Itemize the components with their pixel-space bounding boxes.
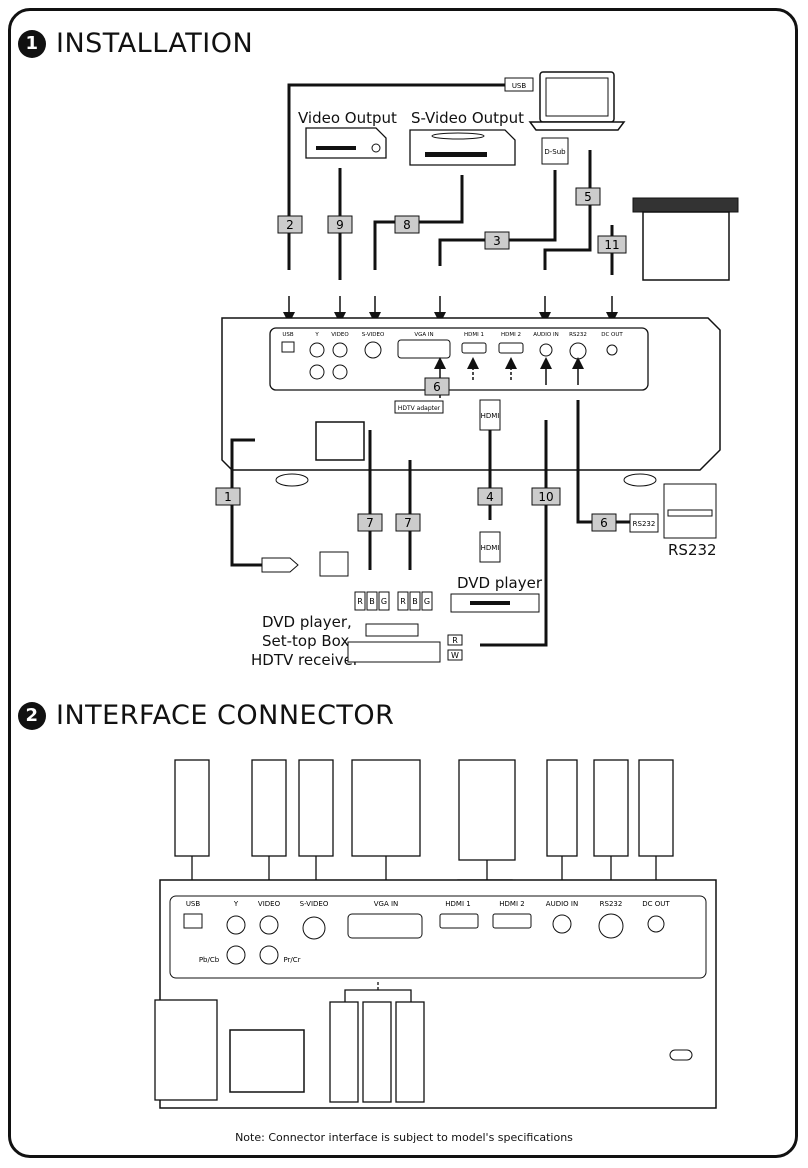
source-settop: Set-top Box, <box>262 632 355 650</box>
svg-text:G: G <box>381 597 387 606</box>
svg-text:RS232: RS232 <box>633 520 656 528</box>
arrows-in <box>283 296 618 324</box>
svg-text:HDMI 1: HDMI 1 <box>445 900 470 908</box>
video-output-label: Video Output <box>298 109 397 127</box>
svg-text:DC OUT: DC OUT <box>642 900 670 908</box>
svg-text:Pb/Cb: Pb/Cb <box>199 956 220 964</box>
projector-ports: USB Y VIDEO S-VIDEO VGA IN HDMI 1 HDMI 2… <box>281 332 623 380</box>
svg-text:S-VIDEO: S-VIDEO <box>362 332 385 338</box>
multi-source-label: DVD player, Set-top Box, <box>262 613 355 651</box>
svg-text:VGA IN: VGA IN <box>374 900 399 908</box>
svg-text:USB: USB <box>282 332 294 338</box>
interface-plugs <box>174 759 674 861</box>
svg-text:6: 6 <box>600 516 608 530</box>
svg-text:R: R <box>400 597 406 606</box>
svg-text:W: W <box>451 651 459 660</box>
dvd-player-label: DVD player <box>457 574 543 592</box>
rs232-device-label: RS232 <box>668 541 717 559</box>
section-number: 2 <box>18 701 46 730</box>
svg-text:HDMI: HDMI <box>481 544 500 552</box>
laptop-icon <box>528 71 626 131</box>
section-title: INSTALLATION <box>56 28 254 59</box>
svg-text:4: 4 <box>486 490 494 504</box>
svg-text:VIDEO: VIDEO <box>258 900 281 908</box>
power-plug-icon <box>261 551 349 577</box>
dvd-player-icon <box>450 593 540 613</box>
svideo-output-label: S-Video Output <box>411 109 524 127</box>
svg-text:USB: USB <box>512 82 527 90</box>
svg-text:RS232: RS232 <box>569 332 587 338</box>
rs232-plug: RS232 <box>629 513 659 533</box>
hdtv-adapter: HDTV adapter <box>394 400 444 414</box>
svg-text:D-Sub: D-Sub <box>544 148 566 156</box>
svg-text:R: R <box>357 597 363 606</box>
dsub-plug-laptop: D-Sub <box>541 137 569 165</box>
usb-plug-top: USB <box>504 77 534 92</box>
svg-text:B: B <box>412 597 418 606</box>
interface-ports: USB Y VIDEO Pb/Cb Pr/Cr S-VIDEO VGA IN HD… <box>183 900 670 965</box>
svg-text:S-VIDEO: S-VIDEO <box>300 900 329 908</box>
svg-text:7: 7 <box>404 516 412 530</box>
svg-text:8: 8 <box>403 218 411 232</box>
rs232-device-icon <box>663 483 717 539</box>
hdmi-plug-upper: HDMI <box>479 399 501 431</box>
svg-text:VGA IN: VGA IN <box>414 332 433 338</box>
svg-text:HDMI 1: HDMI 1 <box>464 332 484 338</box>
svg-text:VIDEO: VIDEO <box>331 332 349 338</box>
vcr-icon <box>305 127 387 159</box>
section-title: INTERFACE CONNECTOR <box>56 700 395 731</box>
svg-text:Pr/Cr: Pr/Cr <box>283 956 300 964</box>
svg-text:11: 11 <box>604 238 619 252</box>
source-dvd: DVD player, <box>262 613 352 631</box>
svg-text:HDMI: HDMI <box>481 412 500 420</box>
interface-lower-plugs <box>154 980 425 1103</box>
source-hdtv: HDTV receiver <box>251 651 360 669</box>
page-frame <box>8 8 798 1158</box>
svg-text:2: 2 <box>286 218 294 232</box>
interface-panel <box>159 879 717 1109</box>
svg-text:3: 3 <box>493 234 501 248</box>
rca-plugs: R B G R B G R W <box>354 591 463 661</box>
svg-text:G: G <box>424 597 430 606</box>
settop-icon <box>347 623 441 663</box>
svg-text:7: 7 <box>366 516 374 530</box>
cable-tags-bottom: 6 1 7 7 4 10 6 <box>215 377 617 532</box>
svg-text:B: B <box>369 597 375 606</box>
svg-text:AUDIO IN: AUDIO IN <box>546 900 578 908</box>
cable-tags-top: 2 9 8 3 5 11 <box>277 187 627 254</box>
svideo-player-icon <box>409 129 516 166</box>
svg-text:Y: Y <box>314 332 319 338</box>
svg-text:6: 6 <box>433 380 441 394</box>
svg-text:RS232: RS232 <box>600 900 623 908</box>
projector-body <box>221 317 721 487</box>
section-interface-title: 2 INTERFACE CONNECTOR <box>18 700 394 731</box>
section-installation-title: 1 INSTALLATION <box>18 28 253 59</box>
svg-text:HDMI 2: HDMI 2 <box>501 332 521 338</box>
svg-text:9: 9 <box>336 218 344 232</box>
svg-text:AUDIO IN: AUDIO IN <box>533 332 558 338</box>
svg-text:R: R <box>452 636 458 645</box>
svg-text:10: 10 <box>538 490 553 504</box>
projector-screen-icon <box>632 197 739 281</box>
svg-text:DC OUT: DC OUT <box>601 332 623 338</box>
svg-text:HDMI 2: HDMI 2 <box>499 900 524 908</box>
svg-text:5: 5 <box>584 190 592 204</box>
svg-text:1: 1 <box>224 490 232 504</box>
svg-text:HDTV adapter: HDTV adapter <box>398 405 441 412</box>
hdmi-plug-lower: HDMI <box>479 531 501 563</box>
section-number: 1 <box>18 29 46 58</box>
svg-text:USB: USB <box>186 900 201 908</box>
footnote: Note: Connector interface is subject to … <box>235 1131 573 1144</box>
svg-text:Y: Y <box>233 900 239 908</box>
